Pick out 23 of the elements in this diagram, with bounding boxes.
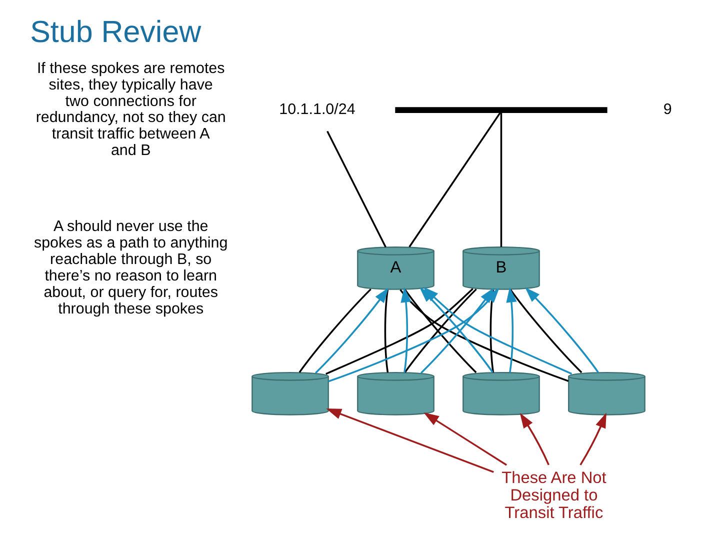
connector <box>490 290 494 373</box>
diagram-title: Stub Review <box>30 14 202 49</box>
label: 9 <box>663 101 672 118</box>
connector <box>400 289 569 382</box>
arrow <box>424 412 507 466</box>
node-bar <box>395 107 608 113</box>
connector <box>500 112 502 247</box>
connector <box>326 130 386 248</box>
node-text: These Are Not Designed to Transit Traffic <box>502 468 606 522</box>
connector <box>298 288 372 373</box>
label: If these spokes are remotes sites, they typically have two connections for redundancy, not so they can transit traffic between A and B <box>36 60 226 160</box>
node-text: 10.1.1.0/24 <box>279 101 356 118</box>
connector <box>408 112 501 248</box>
arrow <box>580 412 606 466</box>
arrow <box>326 408 494 473</box>
arrow <box>524 287 599 373</box>
arrow <box>315 288 389 374</box>
arrow <box>400 287 412 373</box>
label: A should never use the spokes as a path to anything reachable through B, so there’s no reason to learn about, or query for, routes through these spokes <box>34 218 228 318</box>
arrow <box>506 287 517 373</box>
connector <box>384 290 389 373</box>
arrow <box>520 412 550 466</box>
connector <box>510 289 582 374</box>
